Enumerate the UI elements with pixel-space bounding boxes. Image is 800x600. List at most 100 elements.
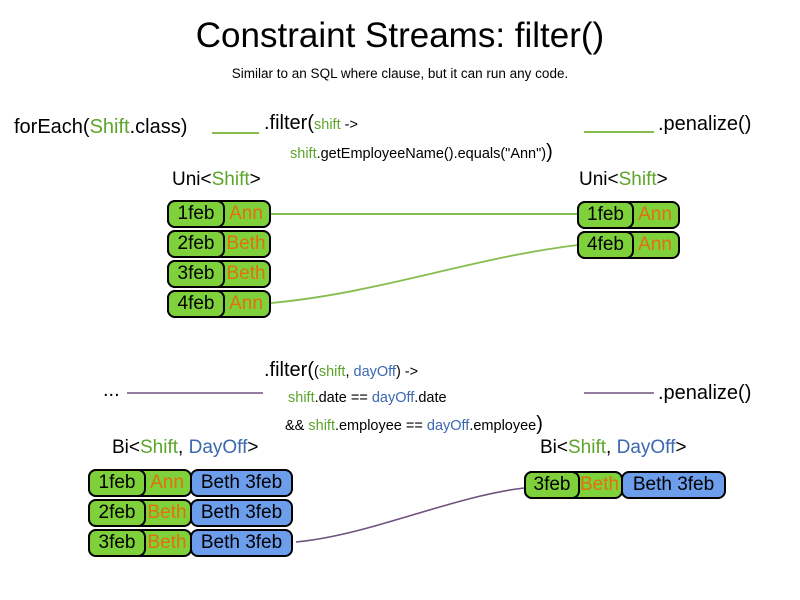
filter2-param2: dayOff	[353, 364, 396, 380]
shift-card-employee: Beth	[147, 532, 187, 553]
code-stream-continuation: ...	[103, 379, 120, 401]
dayoff-card: Beth 3feb	[190, 469, 293, 497]
page-subtitle: Similar to an SQL where clause, but it c…	[231, 66, 569, 81]
filter1-body-rest: .getEmployeeName().equals("Ann")	[316, 146, 547, 162]
shift-card-date: 3feb	[524, 471, 580, 499]
filter2-l3-and: &&	[285, 418, 309, 434]
uni-shift-label-right: Uni<Shift>	[579, 169, 668, 191]
filter2-close-arrow: ) ->	[395, 364, 419, 380]
uni-left-post: >	[249, 169, 261, 190]
filter1-close: )	[546, 141, 553, 163]
filter1-arrow: ->	[340, 117, 358, 133]
shift-card: 4feb Ann	[167, 290, 271, 318]
code-foreach-class: Shift	[89, 116, 130, 138]
shift-card: 1feb Ann	[88, 469, 192, 497]
shift-card-date: 2feb	[167, 230, 225, 258]
shift-card-employee: Ann	[229, 293, 263, 314]
code-filter1-line2: shift.getEmployeeName().equals("Ann"))	[264, 141, 553, 166]
shift-card-employee: Ann	[150, 472, 184, 493]
bi-left-comma: ,	[178, 437, 189, 458]
shift-card: 3feb Beth	[167, 260, 271, 288]
dayoff-card: Beth 3feb	[190, 499, 293, 527]
filter2-close: )	[536, 413, 543, 435]
filter2-l3-rest: .employee	[469, 418, 537, 434]
filter2-l2-rest: .date	[414, 390, 447, 406]
bi-right-dayoff: DayOff	[616, 437, 676, 458]
shift-card-employee: Beth	[579, 474, 620, 495]
filter2-l2-shift: shift	[288, 390, 315, 406]
shift-card-employee: Beth	[226, 233, 266, 254]
code-foreach-fn: forEach(	[14, 116, 90, 138]
page-title: Constraint Streams: filter()	[195, 16, 605, 55]
filter2-comma: ,	[345, 364, 354, 380]
uni-shift-label-left: Uni<Shift>	[172, 169, 261, 191]
code-foreach: forEach(Shift.class)	[14, 116, 187, 139]
uni-right-class: Shift	[618, 169, 657, 190]
shift-card-date: 4feb	[577, 231, 634, 259]
shift-card-stack-left: 1feb Ann 2feb Beth 3feb Beth 4feb Ann	[167, 200, 271, 318]
bi-left-pre: Bi<	[112, 437, 140, 458]
bi-card-stack-left: 1feb Ann Beth 3feb 2feb Beth Beth 3feb 3…	[88, 469, 293, 557]
filter2-l2-dayoff: dayOff	[371, 390, 415, 406]
bi-label-left: Bi<Shift, DayOff>	[112, 437, 258, 459]
bi-left-shift: Shift	[140, 437, 179, 458]
bi-right-pre: Bi<	[540, 437, 568, 458]
bi-label-right: Bi<Shift, DayOff>	[540, 437, 686, 459]
uni-left-class: Shift	[211, 169, 250, 190]
shift-card-date: 1feb	[88, 469, 146, 497]
code-filter2-line1: .filter((shift, dayOff) ->	[264, 357, 543, 385]
shift-card-employee: Ann	[229, 203, 263, 224]
code-filter2-line2: shift.date == dayOff.date	[264, 387, 543, 410]
shift-card-date: 1feb	[577, 201, 634, 229]
code-penalize1: .penalize()	[658, 113, 752, 135]
shift-card-date: 3feb	[88, 529, 146, 557]
bi-pair-row: 3feb Beth Beth 3feb	[88, 529, 293, 557]
shift-card: 3feb Beth	[524, 471, 623, 499]
filter1-param: shift	[314, 117, 341, 133]
bi-left-post: >	[247, 437, 259, 458]
bi-pair-row: 1feb Ann Beth 3feb	[88, 469, 293, 497]
shift-card: 1feb Ann	[577, 201, 680, 229]
code-filter2-line3: && shift.employee == dayOff.employee)	[264, 413, 543, 438]
filter1-body-var: shift	[290, 146, 317, 162]
dayoff-card: Beth 3feb	[190, 529, 293, 557]
shift-card-employee: Ann	[638, 234, 672, 255]
shift-card-employee: Ann	[638, 204, 672, 225]
bi-pair-row: 3feb Beth Beth 3feb	[524, 471, 726, 499]
shift-card-date: 3feb	[167, 260, 225, 288]
filter2-head: .filter(	[264, 359, 314, 381]
match-line-3feb-beth-pair	[295, 487, 525, 543]
shift-card: 3feb Beth	[88, 529, 192, 557]
code-foreach-rest: .class)	[129, 116, 188, 138]
code-filter1: .filter(shift -> shift.getEmployeeName()…	[264, 110, 553, 166]
shift-card-stack-right: 1feb Ann 4feb Ann	[577, 201, 680, 259]
shift-card: 2feb Beth	[88, 499, 192, 527]
code-filter1-line1: .filter(shift ->	[264, 110, 553, 138]
shift-card-date: 4feb	[167, 290, 225, 318]
code-filter2: .filter((shift, dayOff) -> shift.date ==…	[264, 357, 543, 438]
code-penalize2: .penalize()	[658, 382, 752, 404]
bi-right-shift: Shift	[568, 437, 607, 458]
filter2-param1: shift	[318, 364, 346, 380]
shift-card: 4feb Ann	[577, 231, 680, 259]
uni-right-post: >	[656, 169, 668, 190]
bi-right-comma: ,	[606, 437, 617, 458]
dayoff-card: Beth 3feb	[621, 471, 726, 499]
filter2-l3-dayoff: dayOff	[426, 418, 470, 434]
shift-card: 2feb Beth	[167, 230, 271, 258]
bi-card-stack-right: 3feb Beth Beth 3feb	[524, 471, 726, 499]
filter2-l3-eq: .employee ==	[334, 418, 427, 434]
match-line-4feb-ann	[270, 244, 579, 304]
shift-card-date: 2feb	[88, 499, 146, 527]
shift-card-employee: Beth	[226, 263, 266, 284]
filter2-l2-eq: .date ==	[314, 390, 372, 406]
bi-left-dayoff: DayOff	[188, 437, 248, 458]
uni-left-pre: Uni<	[172, 169, 212, 190]
bi-right-post: >	[675, 437, 687, 458]
shift-card: 1feb Ann	[167, 200, 271, 228]
bi-pair-row: 2feb Beth Beth 3feb	[88, 499, 293, 527]
shift-card-employee: Beth	[147, 502, 187, 523]
uni-right-pre: Uni<	[579, 169, 619, 190]
